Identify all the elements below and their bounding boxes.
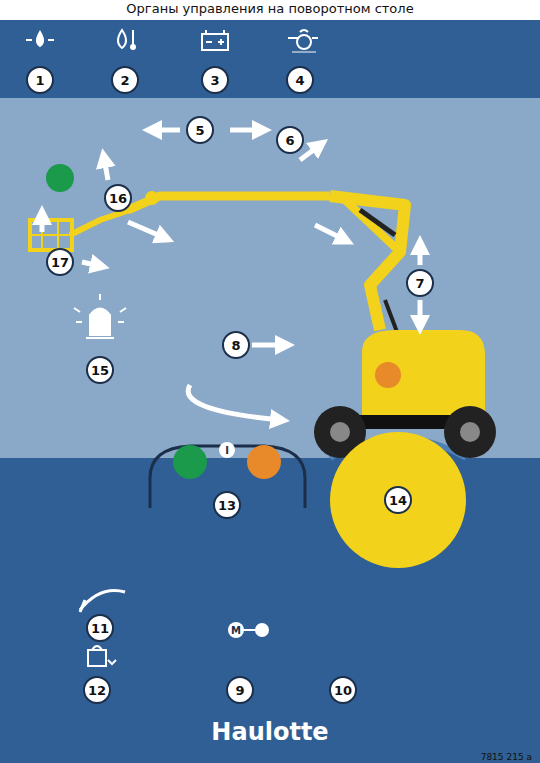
callout-number: 4 bbox=[286, 66, 314, 94]
callout-number: 7 bbox=[406, 269, 434, 297]
callout-number: 17 bbox=[46, 248, 74, 276]
callout-number: 6 bbox=[276, 126, 304, 154]
callout-number: 2 bbox=[111, 66, 139, 94]
part-number: 7815 215 a bbox=[481, 752, 532, 762]
callout-number: 12 bbox=[83, 676, 111, 704]
callout-number: 16 bbox=[104, 184, 132, 212]
callout-number: 11 bbox=[86, 614, 114, 642]
callout-number: 9 bbox=[226, 676, 254, 704]
callout-number: 8 bbox=[222, 331, 250, 359]
callout-number: 1 bbox=[26, 66, 54, 94]
button-mark: I bbox=[225, 445, 229, 456]
brand-name: Haulotte bbox=[211, 718, 328, 746]
callout-number: 10 bbox=[329, 676, 357, 704]
callout-number: 3 bbox=[201, 66, 229, 94]
callout-number: 13 bbox=[213, 491, 241, 519]
panel-title: Органы управления на поворотном столе bbox=[126, 1, 413, 16]
callout-number: 15 bbox=[86, 356, 114, 384]
callout-number: 5 bbox=[186, 116, 214, 144]
motor-mark: M bbox=[228, 622, 244, 638]
callout-number: 14 bbox=[384, 486, 412, 514]
